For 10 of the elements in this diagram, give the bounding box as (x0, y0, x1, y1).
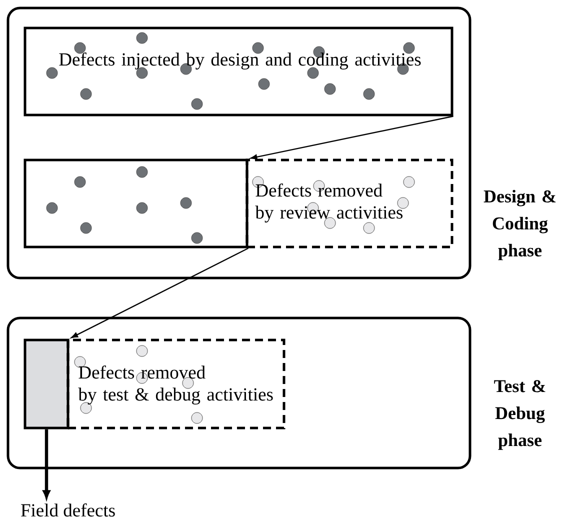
defect-box: Defects injected by design and coding activities (24, 26, 454, 116)
caption-text: Field defects (21, 503, 115, 517)
remaining-defects-box (24, 338, 70, 430)
removed-defects-box: Defects removed by test & debug activities (66, 338, 286, 430)
defect-box (24, 158, 248, 248)
arrow (71, 248, 249, 338)
node-label: Design & Coding phase (484, 190, 556, 260)
node-label: Test & Debug phase (494, 380, 546, 450)
removed-defects-box: Defects removed by review activities (246, 158, 454, 248)
arrow (250, 116, 454, 160)
